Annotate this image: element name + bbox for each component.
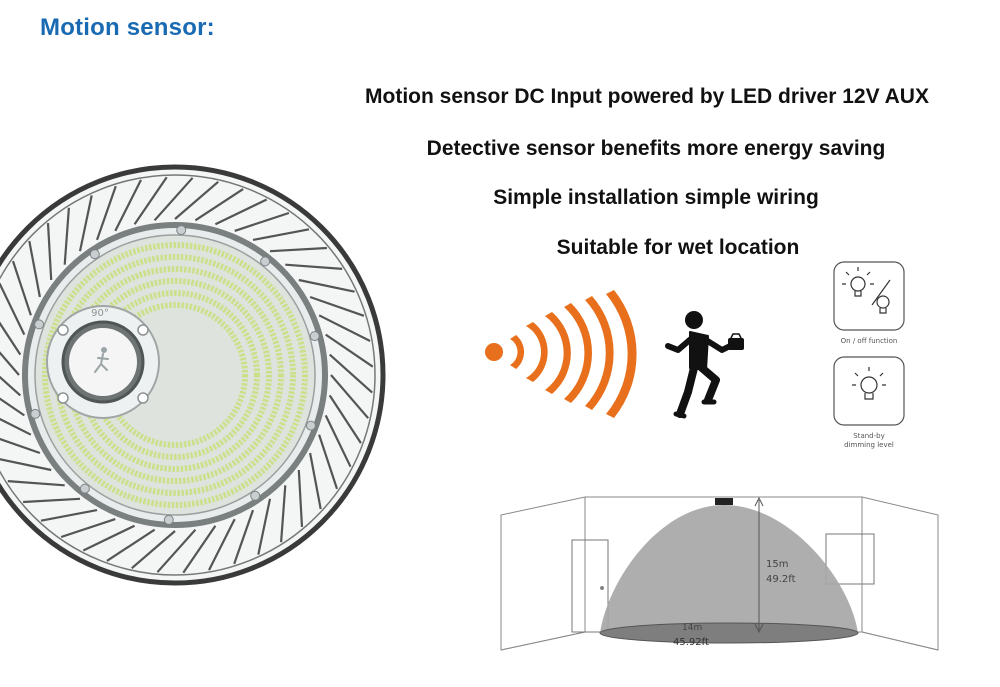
frame-bolts <box>30 225 320 525</box>
led-ring <box>42 242 308 508</box>
wave-arc-4 <box>564 303 593 403</box>
room-door <box>571 539 609 633</box>
heatsink-fin <box>133 176 168 225</box>
heatsink-fin <box>0 375 22 397</box>
heatsink-fin <box>257 498 272 555</box>
diameter-m-label: 14m <box>682 623 702 633</box>
feature-line-energy-saving: Detective sensor benefits more energy sa… <box>426 137 886 160</box>
heatsink-fin <box>252 228 310 241</box>
heatsink-fin <box>0 397 25 417</box>
heatsink-fin <box>318 314 371 342</box>
frame-bolt <box>89 249 100 260</box>
heatsink-fin <box>269 246 327 253</box>
frame-bolt <box>163 514 174 525</box>
ufo-highbay-fixture: 90° <box>0 164 386 586</box>
heatsink-fins <box>0 176 374 574</box>
heatsink-fin <box>325 333 374 368</box>
heatsink-fin <box>233 509 255 565</box>
heatsink-fin <box>0 458 52 472</box>
heatsink-fin <box>0 437 41 455</box>
wave-arc-5 <box>585 296 614 410</box>
heatsink-fin <box>60 518 116 539</box>
room-coverage-diagram <box>500 496 939 651</box>
heatsink-fin <box>328 394 362 444</box>
heatsink-fin <box>95 185 117 241</box>
room-window <box>825 533 875 585</box>
feature-line-wet-location: Suitable for wet location <box>556 236 800 259</box>
led-ring <box>78 278 272 472</box>
on-off-function-caption: On / off function <box>840 337 898 345</box>
frame-bolt <box>34 319 45 330</box>
heatsink-fin <box>182 525 217 574</box>
frame-bolt <box>305 420 316 431</box>
wave-arc-2 <box>526 322 548 382</box>
heatsink-fin <box>214 198 268 226</box>
ceiling-fixture-icon <box>715 498 733 505</box>
frame-bolt <box>176 225 187 236</box>
heatsink-fin <box>324 414 352 468</box>
diameter-ft-label: 45.92ft <box>673 637 709 648</box>
motion-detection-waves <box>485 290 637 418</box>
section-heading: Motion sensor: <box>40 14 215 41</box>
heatsink-fin <box>106 528 156 562</box>
heatsink-fin <box>318 434 339 490</box>
frame-bolt <box>260 256 271 267</box>
feature-line-installation: Simple installation simple wiring <box>493 186 819 209</box>
heatsink-fin <box>208 518 236 571</box>
frame-bolt <box>309 331 320 342</box>
feature-line-dc-input: Motion sensor DC Input powered by LED dr… <box>365 85 929 108</box>
led-ring <box>90 290 260 460</box>
heatsink-fin <box>28 240 41 298</box>
heatsink-fin <box>0 351 20 376</box>
frame-bolt <box>30 408 41 419</box>
wave-arc-1 <box>510 335 525 369</box>
heatsink-fin <box>297 469 304 527</box>
heatsink-fin <box>309 452 322 510</box>
detection-floor-area <box>599 622 859 644</box>
briefcase-icon <box>728 338 744 350</box>
running-person-icon <box>665 311 744 419</box>
height-m-label: 15m <box>766 559 788 570</box>
sensor-module: 90° <box>46 305 160 419</box>
detection-cone <box>600 505 858 643</box>
heatsink-fin <box>285 263 343 270</box>
heatsink-fin <box>280 485 287 543</box>
heatsink-fin <box>11 260 32 316</box>
heatsink-fin <box>298 278 355 293</box>
heatsink-fin <box>0 282 26 336</box>
frame-bolt <box>79 483 90 494</box>
heatsink-fin <box>194 188 244 222</box>
heatsink-fin <box>328 353 373 394</box>
heatsink-fin <box>156 528 197 573</box>
sensor-angle-label: 90° <box>91 308 109 319</box>
heatsink-fin <box>78 195 93 252</box>
standby-dimming-icon <box>833 356 905 426</box>
heatsink-fin <box>309 295 365 317</box>
heatsink-fin <box>0 321 22 356</box>
heatsink-fin <box>131 530 176 570</box>
heatsink-fin <box>114 179 142 232</box>
heatsink-fin <box>153 177 194 222</box>
wave-arc-3 <box>545 312 571 394</box>
standby-dimming-caption: Stand-by dimming level <box>844 432 894 449</box>
heatsink-fin <box>23 497 81 504</box>
frame-bolt <box>250 490 261 501</box>
heatsink-fin <box>82 524 136 552</box>
heatsink-fin <box>234 211 290 232</box>
heatsink-fin <box>330 374 370 419</box>
on-off-function-icon <box>833 261 905 331</box>
heatsink-fin <box>174 180 219 220</box>
height-ft-label: 49.2ft <box>766 574 796 585</box>
heatsink-fin <box>0 417 32 436</box>
heatsink-fin <box>63 207 70 265</box>
wave-arc-6 <box>606 290 637 418</box>
person-icon <box>94 347 109 373</box>
heatsink-fin <box>46 223 53 281</box>
sensor-emitter-dot <box>485 343 503 361</box>
heatsink-fin <box>7 480 65 487</box>
heatsink-fin <box>40 509 98 522</box>
